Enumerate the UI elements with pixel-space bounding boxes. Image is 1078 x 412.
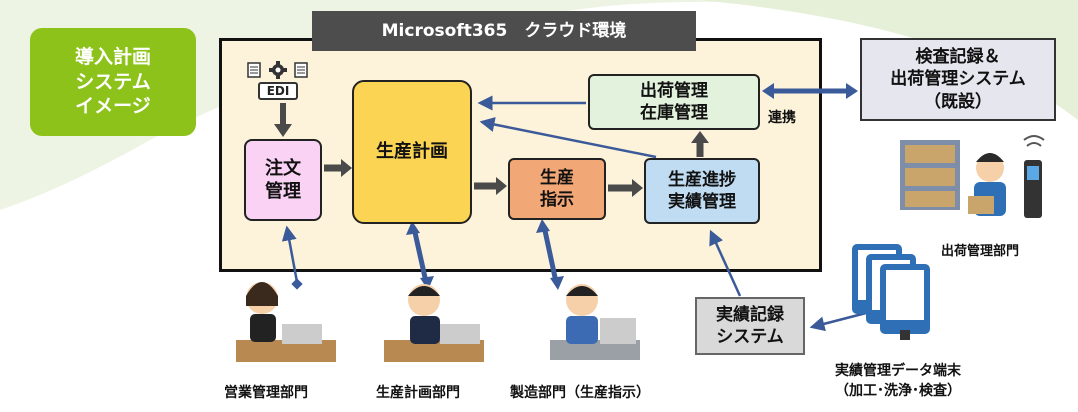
- actual-record-system-box: 実績記録 システム: [695, 297, 805, 355]
- dept-sales-label: 営業管理部門: [224, 385, 308, 401]
- dept-planning-label: 生産計画部門: [376, 385, 460, 401]
- inspection-shipping-system-box: 検査記録＆ 出荷管理システム （既設）: [860, 38, 1056, 121]
- edi-label: EDI: [266, 84, 290, 98]
- terminal-to-actual-arrow: [809, 310, 871, 332]
- progress-to-plan-arrow: [479, 117, 657, 159]
- order-management-box: 注文 管理: [244, 139, 322, 221]
- dept-shipping-label: 出荷管理部門: [941, 244, 1020, 259]
- cloud-header: Microsoft365 クラウド環境: [312, 11, 696, 51]
- title-badge: 導入計画 システム イメージ: [30, 28, 196, 136]
- dept-manufacturing-label: 製造部門（生産指示）: [510, 385, 650, 401]
- edi-icon: EDI: [245, 61, 311, 101]
- link-label: 連携: [768, 110, 796, 126]
- production-plan-box: 生産計画: [352, 80, 472, 224]
- terminal-label-line2: （加工･洗浄･検査）: [835, 383, 961, 399]
- instruction-mfg-link: [541, 225, 559, 283]
- production-instruction-box: 生産 指示: [508, 158, 606, 220]
- terminal-label-line1: 実績管理データ端末: [835, 363, 961, 379]
- shipping-inventory-box: 出荷管理 在庫管理: [588, 74, 760, 130]
- actual-to-progress-arrow: [709, 229, 742, 297]
- order-sales-link: [281, 225, 299, 283]
- plan-planning-link: [411, 227, 429, 283]
- production-progress-box: 生産進捗 実績管理: [644, 158, 760, 224]
